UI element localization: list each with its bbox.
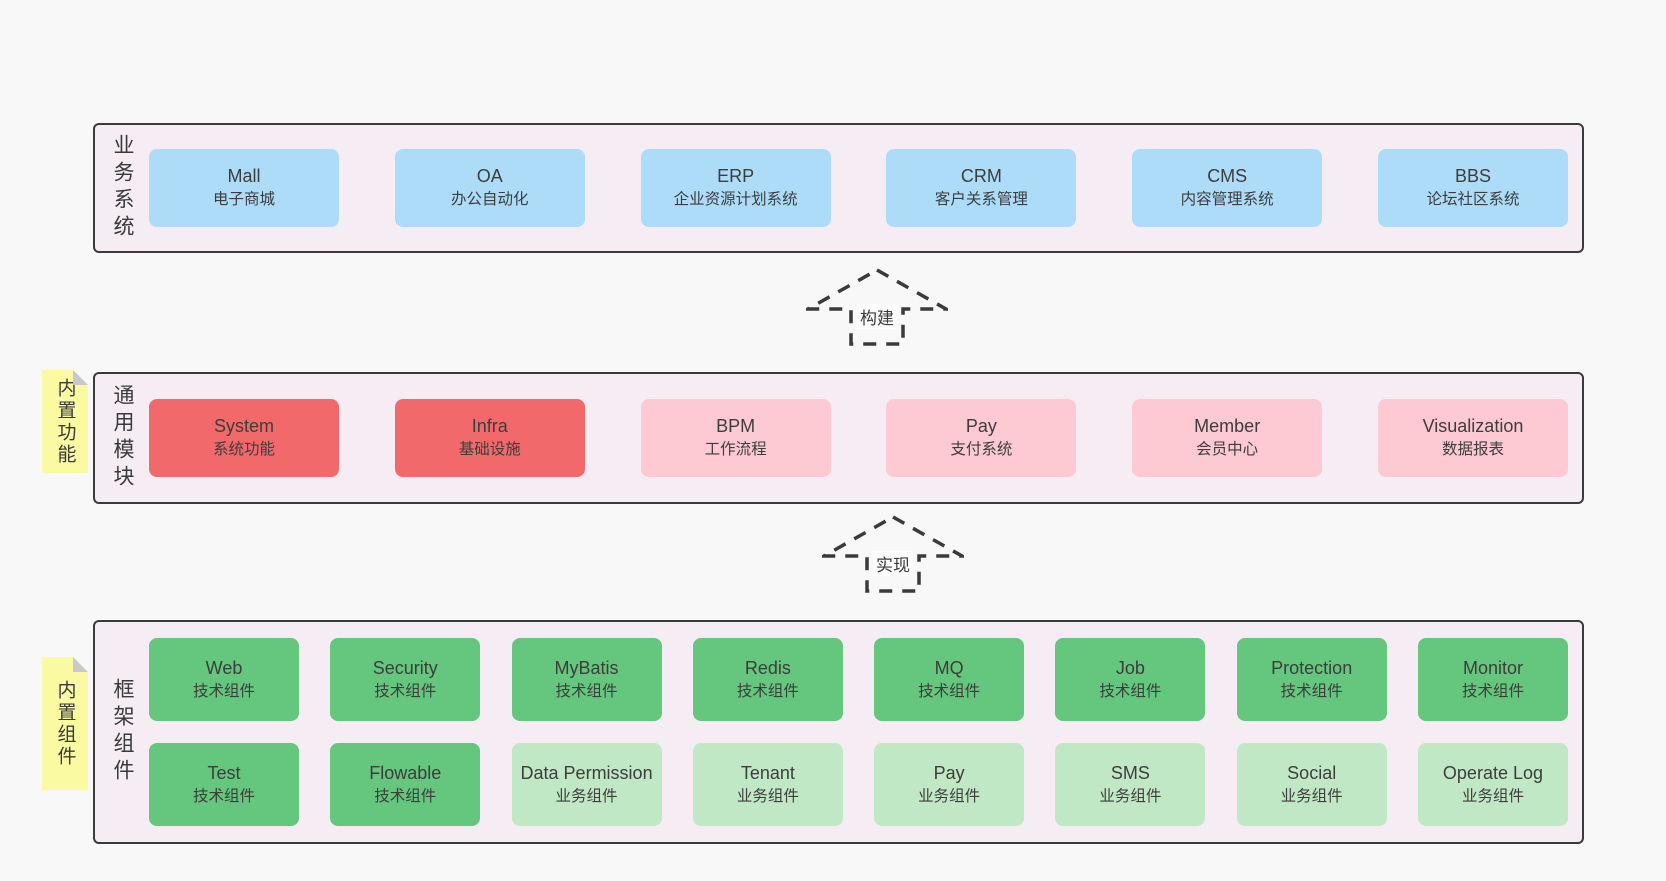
- box-operate-log: Operate Log 业务组件: [1417, 743, 1568, 826]
- layer-label-business-systems: 业务系统: [111, 134, 134, 242]
- arrow-implement: 实现: [817, 514, 969, 593]
- sticky-note-builtin-features: 内置功能: [42, 370, 88, 473]
- box-flowable: Flowable 技术组件: [330, 743, 481, 826]
- box-mq: MQ 技术组件: [874, 638, 1025, 721]
- box-monitor: Monitor 技术组件: [1417, 638, 1568, 721]
- box-crm: CRM 客户关系管理: [886, 149, 1077, 227]
- box-web: Web 技术组件: [149, 638, 299, 721]
- box-infra: Infra 基础设施: [394, 399, 585, 477]
- box-social: Social 业务组件: [1236, 743, 1387, 826]
- box-mybatis: MyBatis 技术组件: [511, 638, 662, 721]
- box-security: Security 技术组件: [330, 638, 481, 721]
- layer-business-systems: 业务系统 Mall 电子商城 OA 办公自动化 ERP 企业资源计划系统 CRM…: [93, 123, 1584, 253]
- layer-label-common-modules: 通用模块: [111, 384, 134, 492]
- box-redis: Redis 技术组件: [692, 638, 843, 721]
- business-boxes-row: Mall 电子商城 OA 办公自动化 ERP 企业资源计划系统 CRM 客户关系…: [149, 125, 1582, 251]
- box-bpm: BPM 工作流程: [640, 399, 831, 477]
- box-system: System 系统功能: [149, 399, 339, 477]
- box-sms: SMS 业务组件: [1055, 743, 1206, 826]
- module-boxes-row: System 系统功能 Infra 基础设施 BPM 工作流程 Pay 支付系统…: [149, 374, 1582, 502]
- component-boxes-rows: Web 技术组件 Security 技术组件 MyBatis 技术组件 Redi…: [149, 622, 1582, 842]
- box-pay-system: Pay 支付系统: [886, 399, 1077, 477]
- box-erp: ERP 企业资源计划系统: [640, 149, 831, 227]
- arrow-build: 构建: [801, 267, 953, 346]
- box-data-permission: Data Permission 业务组件: [511, 743, 662, 826]
- box-pay-business: Pay 业务组件: [874, 743, 1025, 826]
- layer-framework-components: 框架组件 Web 技术组件 Security 技术组件 MyBatis 技术组件…: [93, 620, 1584, 844]
- arrow-build-label: 构建: [857, 304, 897, 329]
- box-bbs: BBS 论坛社区系统: [1377, 149, 1568, 227]
- component-row-tech: Web 技术组件 Security 技术组件 MyBatis 技术组件 Redi…: [149, 638, 1568, 721]
- box-visualization: Visualization 数据报表: [1377, 399, 1568, 477]
- box-oa: OA 办公自动化: [394, 149, 585, 227]
- box-test: Test 技术组件: [149, 743, 299, 826]
- arrow-implement-label: 实现: [873, 551, 913, 576]
- box-tenant: Tenant 业务组件: [692, 743, 843, 826]
- sticky-note-builtin-components: 内置组件: [42, 657, 88, 790]
- box-mall: Mall 电子商城: [149, 149, 339, 227]
- box-member: Member 会员中心: [1132, 399, 1323, 477]
- component-row-business: Test 技术组件 Flowable 技术组件 Data Permission …: [149, 743, 1568, 826]
- layer-label-framework-components: 框架组件: [111, 678, 134, 786]
- box-job: Job 技术组件: [1055, 638, 1206, 721]
- layer-common-modules: 通用模块 System 系统功能 Infra 基础设施 BPM 工作流程 Pay…: [93, 372, 1584, 504]
- box-cms: CMS 内容管理系统: [1132, 149, 1323, 227]
- box-protection: Protection 技术组件: [1236, 638, 1387, 721]
